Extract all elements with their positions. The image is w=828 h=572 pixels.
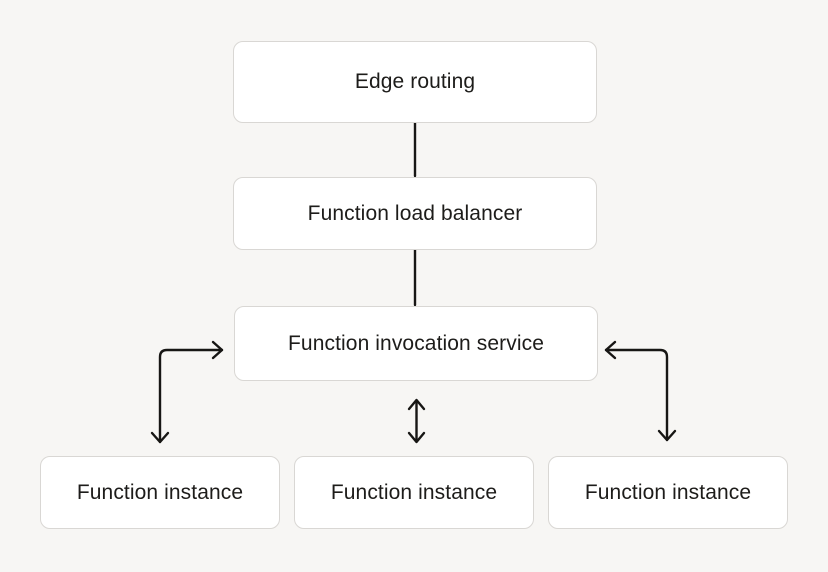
arrow-invocation-to-instance-3 xyxy=(604,340,677,442)
node-function-instance-3: Function instance xyxy=(548,456,788,529)
node-function-load-balancer-label: Function load balancer xyxy=(307,201,523,225)
arrow-invocation-to-instance-2 xyxy=(407,398,426,444)
node-function-instance-2: Function instance xyxy=(294,456,534,529)
node-function-invocation-service-label: Function invocation service xyxy=(288,331,544,355)
node-function-instance-2-label: Function instance xyxy=(330,480,498,504)
node-function-instance-1-label: Function instance xyxy=(76,480,244,504)
node-function-load-balancer: Function load balancer xyxy=(233,177,597,250)
node-edge-routing: Edge routing xyxy=(233,41,597,123)
node-function-invocation-service: Function invocation service xyxy=(234,306,598,381)
node-function-instance-1: Function instance xyxy=(40,456,280,529)
arrow-invocation-to-instance-1 xyxy=(150,340,224,444)
node-function-instance-3-label: Function instance xyxy=(584,480,752,504)
node-edge-routing-label: Edge routing xyxy=(354,70,476,93)
